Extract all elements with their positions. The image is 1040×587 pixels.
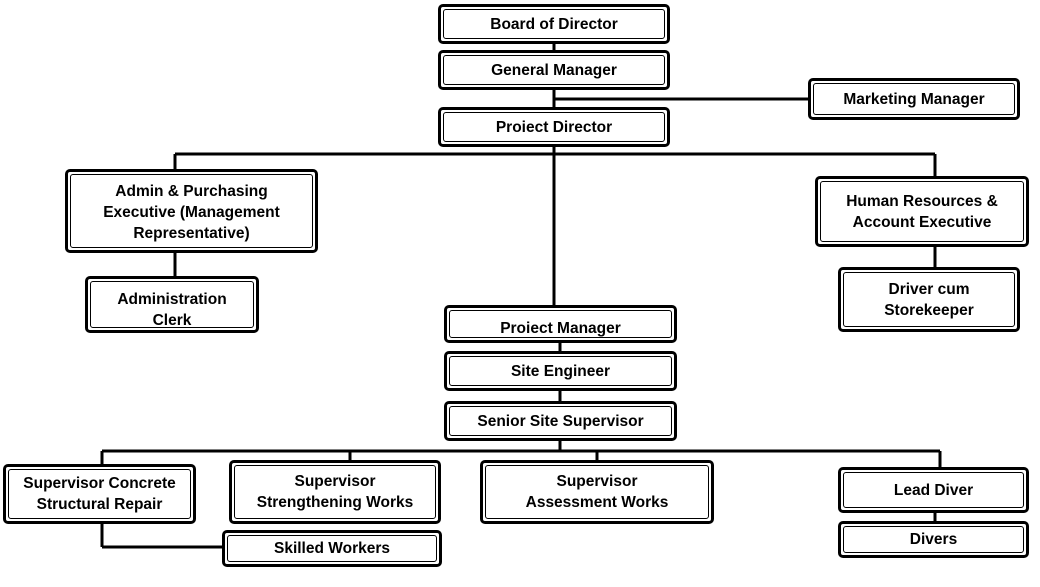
divers-label: Divers bbox=[909, 531, 958, 548]
project-director-box: Proiect Director bbox=[438, 107, 670, 147]
supervisor-strengthening-box: Supervisor Strengthening Works bbox=[229, 460, 441, 524]
board-of-director-label: Board of Director bbox=[490, 15, 618, 33]
skilled-workers-box: Skilled Workers bbox=[222, 530, 442, 567]
supervisor-concrete-box: Supervisor Concrete Structural Repair bbox=[3, 464, 196, 524]
project-director-label: Proiect Director bbox=[495, 118, 613, 136]
hr-account-box: Human Resources & Account Executive bbox=[815, 176, 1029, 247]
hr-account-label: Human Resources & Account Executive bbox=[846, 192, 998, 231]
admin-purchasing-box: Admin & Purchasing Executive (Management… bbox=[65, 169, 318, 253]
site-engineer-label: Site Engineer bbox=[510, 362, 611, 380]
project-manager-box: Proiect Manager bbox=[444, 305, 677, 343]
driver-storekeeper-box: Driver cum Storekeeper bbox=[838, 267, 1020, 332]
supervisor-strengthening-label: Supervisor Strengthening Works bbox=[256, 473, 414, 511]
administration-clerk-label: Administration Clerk bbox=[117, 291, 227, 329]
general-manager-box: General Manager bbox=[438, 50, 670, 90]
site-engineer-box: Site Engineer bbox=[444, 351, 677, 391]
divers-box: Divers bbox=[838, 521, 1029, 558]
marketing-manager-box: Marketing Manager bbox=[808, 78, 1020, 120]
lead-diver-label: Lead Diver bbox=[893, 481, 974, 499]
skilled-workers-label: Skilled Workers bbox=[273, 540, 390, 557]
general-manager-label: General Manager bbox=[491, 61, 617, 79]
marketing-manager-label: Marketing Manager bbox=[843, 90, 985, 108]
supervisor-concrete-label: Supervisor Concrete Structural Repair bbox=[23, 475, 176, 513]
board-of-director-box: Board of Director bbox=[438, 4, 670, 44]
senior-site-supervisor-box: Senior Site Supervisor bbox=[444, 401, 677, 441]
admin-purchasing-label: Admin & Purchasing Executive (Management… bbox=[103, 183, 280, 242]
supervisor-assessment-label: Supervisor Assessment Works bbox=[525, 473, 669, 511]
supervisor-assessment-box: Supervisor Assessment Works bbox=[480, 460, 714, 524]
driver-storekeeper-label: Driver cum Storekeeper bbox=[884, 280, 974, 319]
project-manager-label: Proiect Manager bbox=[500, 320, 621, 337]
lead-diver-box: Lead Diver bbox=[838, 467, 1029, 513]
senior-site-supervisor-label: Senior Site Supervisor bbox=[477, 412, 644, 430]
administration-clerk-box: Administration Clerk bbox=[85, 276, 259, 333]
